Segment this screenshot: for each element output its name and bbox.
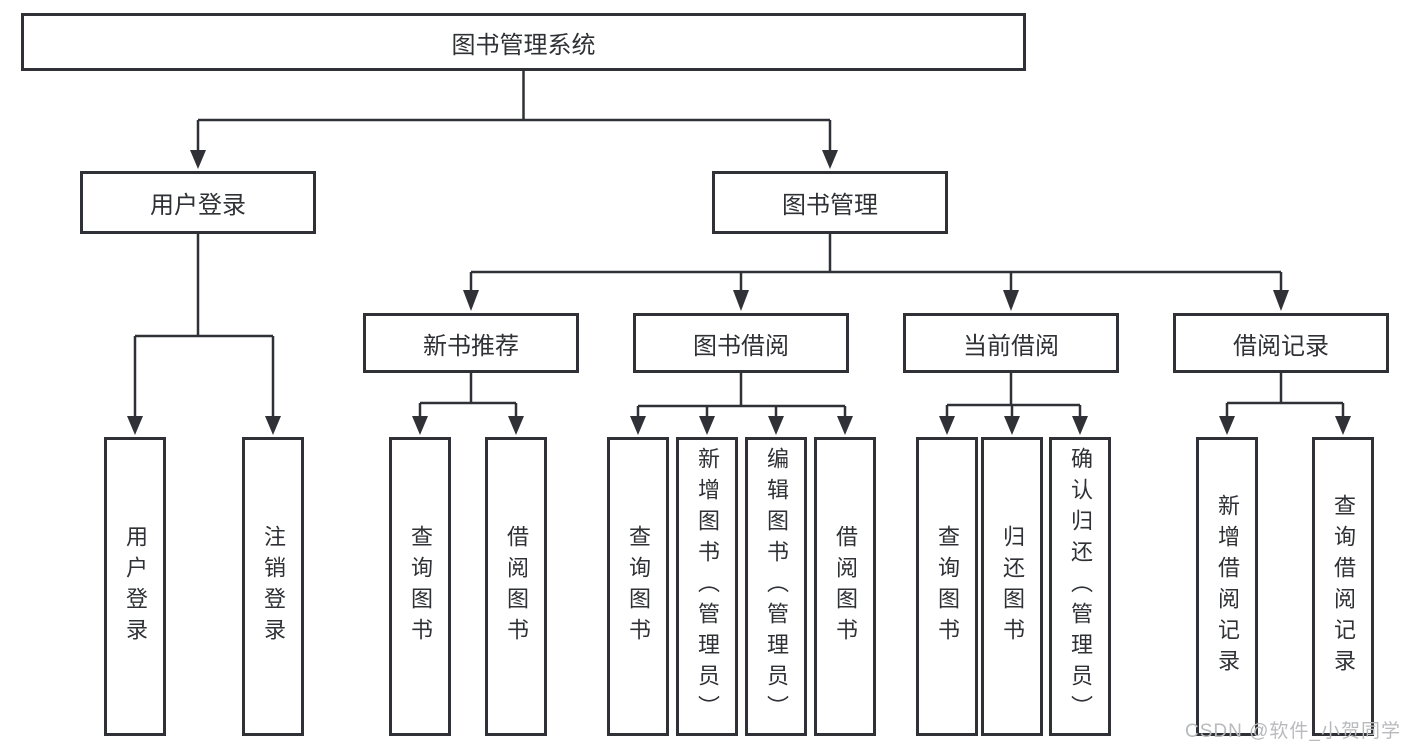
arrowhead	[412, 416, 428, 435]
arrowhead	[733, 290, 749, 311]
arrowhead	[463, 290, 479, 311]
leaf-query-books-current: 查询图书	[916, 437, 978, 736]
connector-new-book-to-leaves	[412, 373, 524, 435]
leaf-label: 归还图书	[1000, 524, 1025, 649]
arrowhead	[939, 416, 955, 435]
connector-book-borrow-to-leaves	[630, 373, 853, 435]
node-current-borrow: 当前借阅	[903, 313, 1119, 373]
leaf-return-book: 归还图书	[981, 437, 1043, 736]
leaf-borrow-books-recommend: 借阅图书	[485, 437, 547, 736]
connector-borrow-records-to-leaves	[1219, 373, 1351, 435]
leaf-add-borrow-record: 新增借阅记录	[1196, 437, 1258, 736]
node-label: 图书借阅	[693, 332, 789, 360]
node-label: 新书推荐	[423, 332, 519, 360]
leaf-query-borrow-record: 查询借阅记录	[1312, 437, 1374, 736]
arrowhead	[190, 150, 206, 169]
leaf-label: 注销登录	[261, 524, 286, 649]
leaf-label: 查询图书	[626, 524, 651, 649]
node-book-management: 图书管理	[712, 171, 948, 234]
node-book-borrow: 图书借阅	[633, 313, 849, 373]
arrowhead	[1004, 416, 1020, 435]
leaf-label: 借阅图书	[504, 524, 529, 649]
node-user-login: 用户登录	[80, 171, 316, 234]
arrowhead	[508, 416, 524, 435]
arrowhead	[1335, 416, 1351, 435]
node-label: 图书管理	[782, 192, 878, 219]
leaf-borrow-books: 借阅图书	[814, 437, 876, 736]
leaf-label: 查询借阅记录	[1331, 493, 1356, 680]
arrowhead	[630, 416, 646, 435]
leaf-label: 查询图书	[408, 524, 433, 649]
connector-user-login-to-leaves	[127, 234, 281, 435]
leaf-confirm-return-admin: 确认归还（管理员）	[1049, 437, 1111, 736]
leaf-label: 编辑图书（管理员）	[764, 447, 789, 726]
node-borrow-records: 借阅记录	[1173, 313, 1389, 373]
leaf-label: 借阅图书	[833, 524, 858, 649]
leaf-label: 查询图书	[935, 524, 960, 649]
arrowhead	[768, 416, 784, 435]
leaf-logout: 注销登录	[242, 437, 304, 736]
node-library-system: 图书管理系统	[21, 13, 1026, 71]
node-label: 图书管理系统	[451, 31, 596, 59]
connector-current-borrow-to-leaves	[939, 373, 1088, 435]
arrowhead	[1003, 290, 1019, 311]
leaf-label: 新增图书（管理员）	[695, 447, 720, 726]
leaf-label: 新增借阅记录	[1215, 493, 1240, 680]
node-label: 用户登录	[150, 192, 246, 219]
arrowhead	[1072, 416, 1088, 435]
arrowhead	[265, 416, 281, 435]
arrowhead	[822, 150, 838, 169]
connector-book-mgmt-to-level2	[463, 234, 1289, 311]
arrowhead	[1219, 416, 1235, 435]
node-label: 当前借阅	[963, 332, 1059, 360]
node-label: 借阅记录	[1233, 332, 1329, 360]
leaf-user-login: 用户登录	[104, 437, 166, 736]
arrowhead	[127, 416, 143, 435]
leaf-query-books-borrow: 查询图书	[607, 437, 669, 736]
leaf-query-books-recommend: 查询图书	[389, 437, 451, 736]
leaf-label: 确认归还（管理员）	[1068, 447, 1093, 726]
arrowhead	[699, 416, 715, 435]
arrowhead	[1273, 290, 1289, 311]
leaf-edit-book-admin: 编辑图书（管理员）	[745, 437, 807, 736]
node-new-book-recommend: 新书推荐	[363, 313, 579, 373]
csdn-watermark: CSDN @软件_小贺同学	[1185, 721, 1401, 742]
leaf-add-book-admin: 新增图书（管理员）	[676, 437, 738, 736]
connector-root-to-level1	[190, 71, 838, 169]
leaf-label: 用户登录	[123, 524, 148, 649]
arrowhead	[837, 416, 853, 435]
